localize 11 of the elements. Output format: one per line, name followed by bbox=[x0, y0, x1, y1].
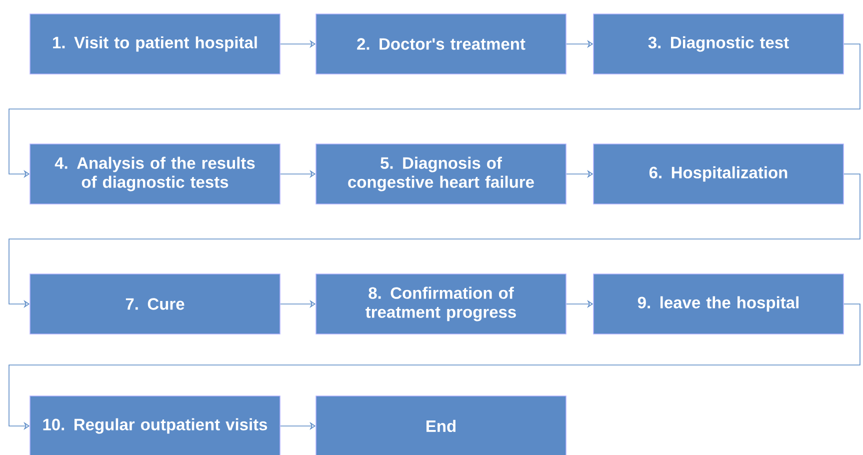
process-box: 9. leave the hospital bbox=[593, 274, 844, 334]
process-box: 8. Confirmation of treatment progress bbox=[316, 274, 566, 334]
process-box: 2. Doctor's treatment bbox=[316, 14, 566, 74]
process-box: 7. Cure bbox=[30, 274, 280, 334]
process-box: 6. Hospitalization bbox=[593, 144, 844, 204]
process-box: 4. Analysis of the results of diagnostic tests bbox=[30, 144, 280, 204]
process-box: 10. Regular outpatient visits bbox=[30, 396, 280, 455]
process-box: 5. Diagnosis of congestive heart failure bbox=[316, 144, 566, 204]
process-box: 3. Diagnostic test bbox=[593, 14, 844, 74]
process-box: 1. Visit to patient hospital bbox=[30, 14, 280, 74]
process-box: End bbox=[316, 396, 566, 455]
